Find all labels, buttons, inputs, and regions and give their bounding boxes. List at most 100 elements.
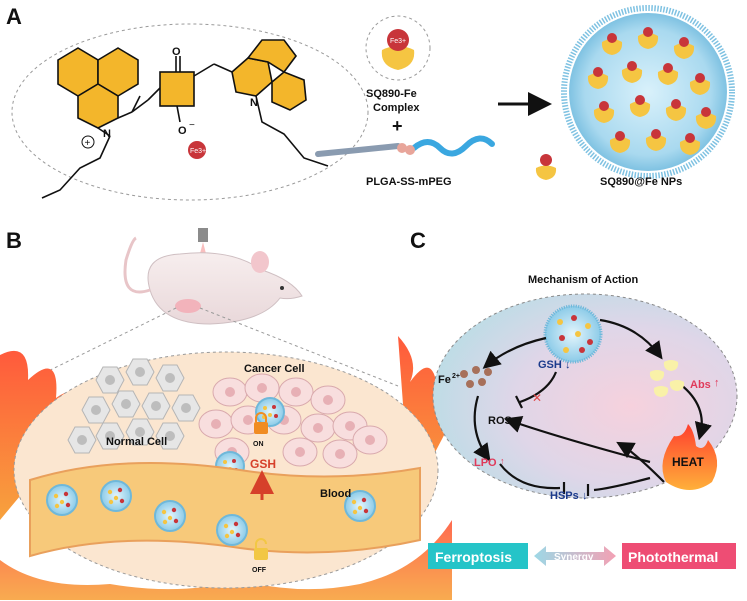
vessel-np-dot [107,489,113,495]
gsh-down-arrow: ↓ [565,359,571,371]
cancer-cell-nucleus [243,415,253,425]
np-complex [601,39,623,55]
vessel-np-dot [229,529,235,535]
cancer-cell-label: Cancer Cell [244,363,305,375]
heat-label: HEAT [672,455,704,469]
vessel-np-dot [54,503,60,509]
abs-particles [649,360,685,397]
sq890-fe-complex-icon [381,29,415,70]
lock-off-label: OFF [252,567,267,574]
mech-np-dot [559,335,565,341]
cancer-cell-nucleus [295,447,305,457]
panel-c-letter: C [410,228,426,253]
fe2-dot [484,368,492,376]
fe2-dot [472,366,480,374]
cell-np-dot [272,405,276,409]
np-fe [695,73,705,83]
ferroptosis-box [428,543,528,569]
gsh-label-c: GSH [538,359,562,371]
np-complex [679,139,701,155]
np-complex [629,101,651,117]
fe2-dot [466,380,474,388]
mouse-icon [123,236,303,325]
plus-sign: + [392,116,403,136]
normal-cell-nucleus [165,373,175,383]
cancer-cell-nucleus [345,421,355,431]
np-complex [593,107,615,123]
o-bottom-atom: O [178,125,187,137]
cell-np-dot [263,406,267,410]
cell-np-dot [232,459,236,463]
vessel-np-dot [233,521,239,527]
normal-cell-nucleus [165,431,175,441]
mechanism-title: Mechanism of Action [528,274,638,286]
mech-np-dot [587,339,593,345]
np-fe [663,63,673,73]
mechanism-nanoparticle [543,304,603,364]
vessel-np-dot [352,509,358,515]
np-fe [607,33,617,43]
sq890-fe-nanoparticle [561,5,735,179]
np-fe [599,101,609,111]
np-complex [637,33,659,49]
synergy-label: Synergy [554,552,594,563]
vessel-np-dot [173,518,179,524]
vessel-np-dot [161,509,167,515]
ros-label: ROS [488,415,512,427]
hsps-label: HSPs [550,490,579,502]
normal-cell-nucleus [105,431,115,441]
mech-np-dot [571,315,577,321]
heat-flame-icon [662,424,718,490]
vessel-np-dot [119,498,125,504]
np-complex [657,69,679,85]
fe-ion-label: Fe3+ [190,148,206,155]
molecule-dashed-ellipse [11,23,369,201]
fe2-dot [478,378,486,386]
cross-mark: ✕ [532,391,542,405]
fe2-dot [460,370,468,378]
fe2-particles [460,366,492,388]
gsh-lock-on-icon [254,412,268,434]
fe-superscript: 2+ [452,373,460,380]
normal-cell-nucleus [91,405,101,415]
np-complex [609,137,631,153]
np-fe [643,27,653,37]
lock-on-label: ON [253,441,264,448]
lpo-up-arrow: ↑ [500,456,505,466]
normal-cell-nucleus [77,435,87,445]
gsh-label-b: GSH [250,457,276,471]
np-fe [679,37,689,47]
vessel-np-dot [117,487,123,493]
np-complex [645,135,667,151]
vessel-np-dot [108,499,114,505]
np-complex [587,73,609,89]
cell-np-dot [223,460,227,464]
np-complex [665,105,687,121]
hsps-down-arrow: ↓ [582,490,588,502]
mech-np-dot [585,323,591,329]
np-fe [635,95,645,105]
cancer-cell-nucleus [365,435,375,445]
normal-cell-nucleus [121,399,131,409]
np-fe [671,99,681,109]
n-neutral-atom: N [250,97,258,109]
np-fe [593,67,603,77]
positive-charge-sign: + [85,138,91,149]
fe-label: Fe [438,374,451,386]
ferroptosis-label: Ferroptosis [435,549,512,565]
n-plus-atom: N [103,128,111,140]
vessel-np-dot [223,523,229,529]
vessel-np-dot [113,495,119,501]
normal-cell-label: Normal Cell [106,436,167,448]
vessel-np-dot [65,502,71,508]
vessel-np-dot [351,499,357,505]
polymer-label: PLGA-SS-mPEG [366,176,452,188]
vessel-np-dot [361,497,367,503]
vessel-np-dot [63,491,69,497]
np-fe [615,131,625,141]
complex-label-line1: SQ890-Fe [366,88,417,100]
cancer-cell-nucleus [257,383,267,393]
vessel-np-dot [53,493,59,499]
lpo-label: LPO [474,457,497,469]
